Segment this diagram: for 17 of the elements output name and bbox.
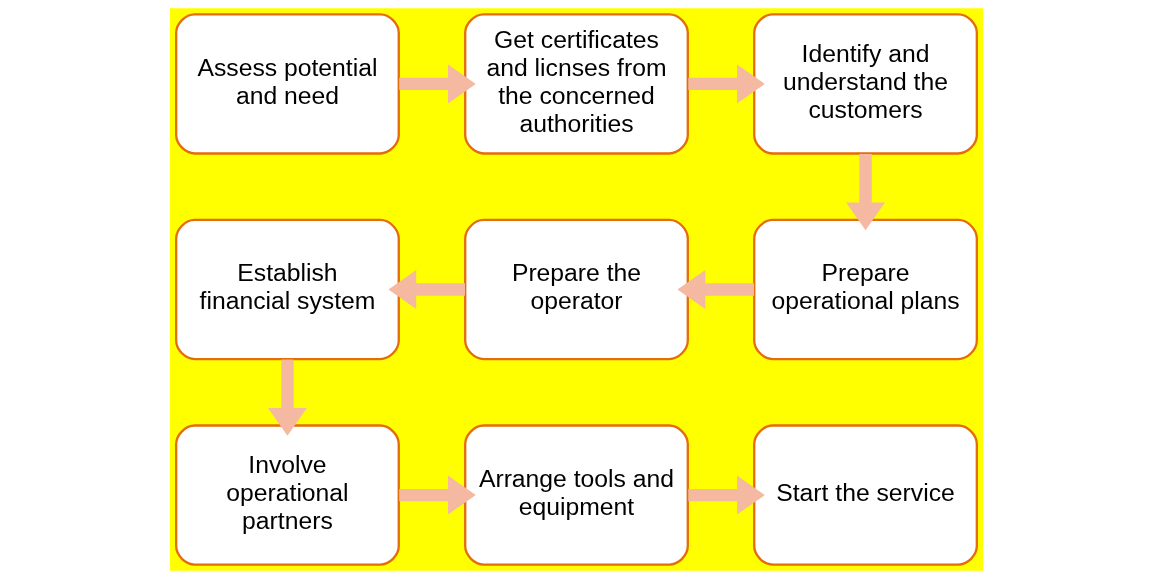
node-box: Prepare operational plans bbox=[752, 218, 978, 361]
node-box: Prepare the operator bbox=[463, 218, 689, 361]
arrow bbox=[687, 475, 765, 515]
node-box: Get certificates and licnses from the concerned authorities bbox=[463, 13, 689, 155]
arrow bbox=[398, 64, 476, 104]
node-box: Start the service bbox=[752, 424, 978, 566]
node-box: Arrange tools and equipment bbox=[463, 424, 689, 566]
arrow bbox=[845, 154, 885, 231]
arrow bbox=[398, 475, 476, 515]
node-box: Involve operational partners bbox=[174, 424, 400, 566]
node-box: Establish financial system bbox=[174, 218, 400, 361]
arrow bbox=[677, 270, 754, 309]
arrow bbox=[387, 270, 465, 309]
arrow bbox=[267, 359, 307, 436]
node-box: Assess potential and need bbox=[174, 13, 400, 155]
node-box: Identify and understand the customers bbox=[752, 13, 978, 155]
arrow bbox=[687, 64, 765, 104]
